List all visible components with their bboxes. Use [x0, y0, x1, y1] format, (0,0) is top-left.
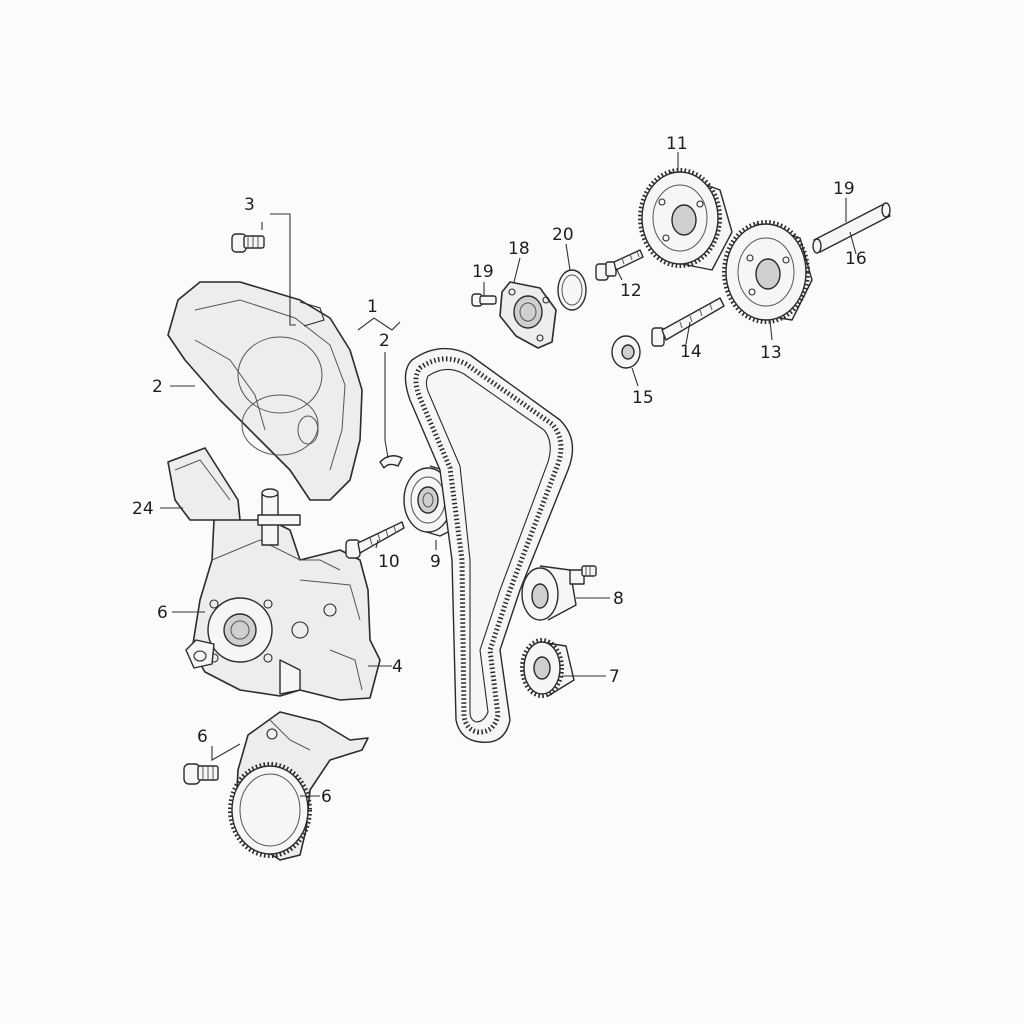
callout-9: 9 — [430, 552, 441, 572]
engine-bracket-and-pump — [167, 447, 381, 701]
idler-gear-7 — [520, 638, 575, 698]
callout-24: 24 — [132, 499, 154, 519]
seal-ring — [557, 269, 587, 311]
callout-20: 20 — [552, 225, 574, 245]
callout-1: 1 — [367, 297, 378, 317]
bolt-6 — [183, 763, 219, 785]
bolt-10 — [345, 521, 405, 559]
callout-14: 14 — [680, 342, 702, 362]
callout-6-pulley: 6 — [321, 787, 332, 807]
lower-cover-and-crank-pulley — [228, 711, 369, 861]
callout-2-clip: 2 — [379, 331, 390, 351]
callout-16: 16 — [845, 249, 867, 269]
callout-12: 12 — [620, 281, 642, 301]
dowel-pin — [812, 202, 891, 254]
bolt-12 — [595, 249, 644, 281]
callout-labels: 1 2 2 3 4 6 6 6 7 8 9 10 11 12 13 14 15 … — [132, 134, 867, 807]
callout-19-bolt: 19 — [472, 262, 494, 282]
timing-belt — [404, 347, 574, 744]
callout-7: 7 — [609, 667, 620, 687]
timing-belt-cover — [167, 281, 363, 501]
callout-6-pump: 6 — [157, 603, 168, 623]
callout-2-cover: 2 — [152, 377, 163, 397]
clip-2 — [379, 455, 403, 469]
callout-19-pin: 19 — [833, 179, 855, 199]
bolt-3 — [231, 233, 265, 253]
callout-15: 15 — [632, 388, 654, 408]
bolt-19-small — [471, 293, 497, 307]
bolt-14 — [651, 297, 725, 347]
callout-4: 4 — [392, 657, 403, 677]
callout-11: 11 — [666, 134, 688, 154]
washer-15 — [611, 335, 641, 369]
callout-3: 3 — [244, 195, 255, 215]
camshaft-sprocket-11 — [638, 168, 733, 271]
leader-lines — [160, 152, 857, 797]
callout-8: 8 — [613, 589, 624, 609]
callout-18: 18 — [508, 239, 530, 259]
camshaft-sprocket-13 — [722, 220, 813, 324]
water-pump — [499, 281, 557, 349]
callout-13: 13 — [760, 343, 782, 363]
callout-6-bolt: 6 — [197, 727, 208, 747]
callout-10: 10 — [378, 552, 400, 572]
idler-roller-8 — [521, 565, 597, 621]
